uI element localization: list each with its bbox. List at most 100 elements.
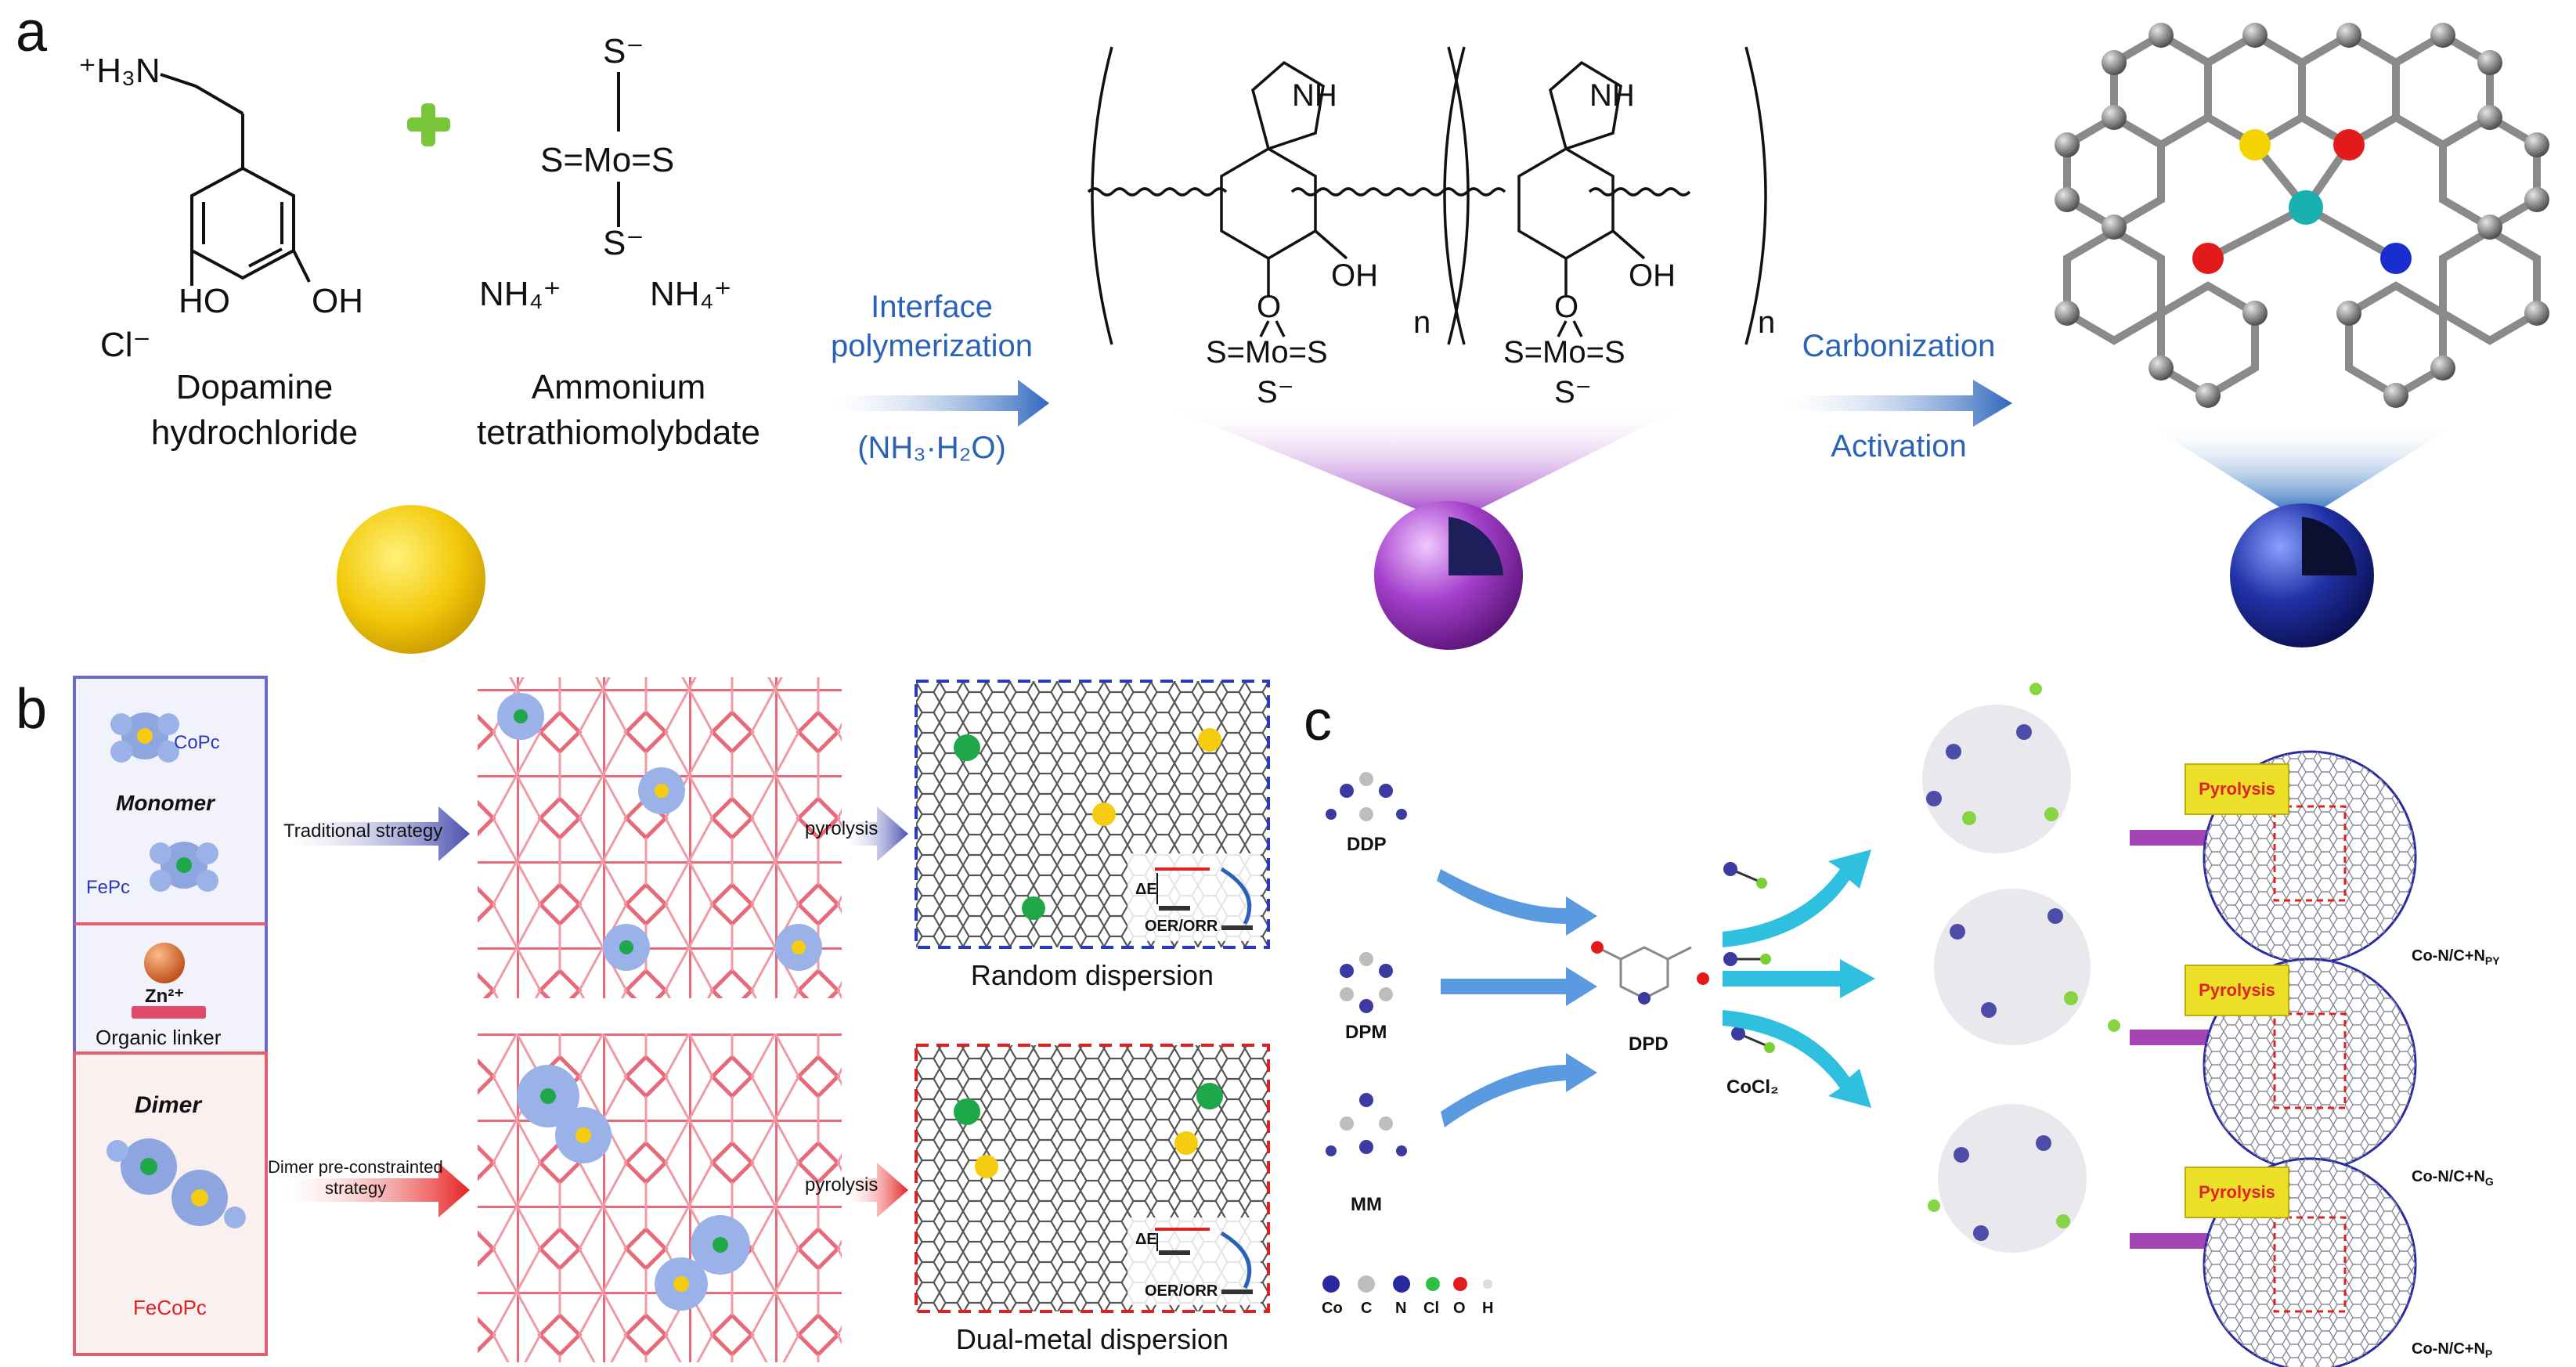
- amorphous-cluster-1: [1922, 683, 2071, 853]
- ddp-label: DDP: [1347, 834, 1387, 855]
- pyrolysis-box-2: Pyrolysis: [2185, 965, 2289, 1016]
- delta-e-label-top: ΔE: [1135, 881, 1157, 898]
- traditional-strategy-arrow: [282, 806, 470, 861]
- lattice-atoms: [2055, 23, 2549, 408]
- panel-label-c: c: [1304, 690, 1332, 752]
- ddp-molecule: [1326, 772, 1407, 821]
- step2-label-line1: Carbonization: [1802, 329, 1996, 363]
- pyrolysis-label-top: pyrolysis: [805, 818, 879, 839]
- panel-label-b: b: [16, 678, 48, 741]
- product-3-label-main: Co-N/C+N: [2412, 1340, 2485, 1358]
- energy-inset-top: [1127, 853, 1261, 941]
- dopamine-structure: [160, 73, 311, 286]
- oer-orr-label-top: OER/ORR: [1145, 918, 1218, 935]
- cocl2-molecules: [1723, 862, 1775, 1053]
- mos4-name-line2: tetrathiomolybdate: [477, 413, 760, 452]
- product-1-label-sub: PY: [2484, 954, 2500, 967]
- fepc-molecule: [150, 842, 218, 892]
- legend-n: N: [1395, 1300, 1407, 1317]
- polymer-structure: [1087, 46, 1767, 345]
- dimer-strategy-label-line2: strategy: [325, 1178, 387, 1198]
- random-metal-atoms: [954, 728, 1221, 920]
- dopamine-amine-label: ⁺H₃N: [78, 52, 161, 90]
- pyrolysis-label-bottom: pyrolysis: [805, 1174, 879, 1196]
- polymer-n-label-1: n: [1413, 305, 1431, 340]
- dpd-label: DPD: [1629, 1033, 1669, 1055]
- polymer-nh-label-2: NH: [1589, 78, 1635, 113]
- product-1-label: Co-N/C+NPY: [2412, 947, 2500, 967]
- copc-label: CoPc: [174, 732, 220, 753]
- atom-legend-dots: [1322, 1275, 1492, 1293]
- dopamine-counterion-label: Cl⁻: [100, 326, 151, 364]
- step1-label-line1: Interface: [871, 290, 993, 324]
- polymer-o-label-2: O: [1554, 290, 1579, 324]
- product-2-label-main: Co-N/C+N: [2412, 1168, 2485, 1185]
- mm-label: MM: [1351, 1194, 1382, 1215]
- step2-label-line2: Activation: [1831, 429, 1967, 463]
- dimer-strategy-arrow: [282, 1163, 470, 1217]
- pyrolysis-arrow-top: [846, 806, 908, 861]
- pyrolysis-arrow-bottom: [846, 1163, 908, 1217]
- dopamine-name-line1: Dopamine: [175, 368, 334, 406]
- pyrolysis-box-1-label: Pyrolysis: [2199, 779, 2275, 799]
- legend-c: C: [1361, 1300, 1373, 1317]
- dual-metal-atoms: [954, 1083, 1223, 1178]
- fecopc-dimer: [106, 1138, 246, 1228]
- panel-label-a: a: [16, 1, 48, 63]
- product-2-label-sub: G: [2484, 1175, 2494, 1188]
- dopamine-oh-label: OH: [312, 282, 363, 320]
- polymer-s-label-2: S⁻: [1554, 375, 1592, 409]
- amorphous-cluster-3: [1928, 1104, 2087, 1253]
- carbonization-arrow: [1785, 380, 2012, 427]
- product-3-label: Co-N/C+NP: [2412, 1340, 2492, 1360]
- step1-label-line3: (NH₃·H₂O): [857, 431, 1006, 465]
- polymer-nh-label-1: NH: [1292, 78, 1337, 113]
- precursor-arrows-c: [1437, 869, 1597, 1127]
- nh4-label-1: NH₄⁺: [479, 275, 561, 313]
- product-1-label-main: Co-N/C+N: [2412, 947, 2485, 965]
- copc-molecule: [110, 712, 179, 763]
- lattice-zoom-cone: [2145, 423, 2459, 509]
- dpd-molecule: [1596, 946, 1692, 1000]
- pyrolysis-box-1: Pyrolysis: [2185, 763, 2289, 815]
- oer-orr-label-bottom: OER/ORR: [1145, 1282, 1218, 1300]
- fepc-label: FePc: [86, 877, 131, 898]
- pyrolysis-box-2-label: Pyrolysis: [2199, 980, 2275, 1000]
- product-3-label-sub: P: [2484, 1347, 2493, 1360]
- organic-linker-label: Organic linker: [96, 1026, 222, 1049]
- random-dispersion-label: Random dispersion: [970, 959, 1214, 991]
- dopamine-ho-label: HO: [179, 282, 230, 320]
- pyrolysis-box-3-label: Pyrolysis: [2199, 1182, 2275, 1202]
- amorphous-cluster-2: [1934, 889, 2120, 1045]
- polymer-sphere: [1374, 501, 1523, 650]
- polymer-smos-label-2: S=Mo=S: [1503, 335, 1625, 370]
- dpm-label: DPM: [1345, 1022, 1387, 1043]
- polymer-oh-label-2: OH: [1629, 258, 1676, 293]
- dpd-atoms: [1591, 941, 1709, 1005]
- mm-molecule: [1326, 1093, 1407, 1156]
- mos4-s-bottom-label: S⁻: [603, 224, 644, 262]
- fecopc-label: FeCoPc: [133, 1296, 207, 1319]
- legend-cl: Cl: [1423, 1300, 1439, 1317]
- polymer-o-label-1: O: [1257, 290, 1282, 324]
- organic-linker-bar: [132, 1006, 206, 1019]
- precursor-panel-bottom: [73, 1051, 268, 1356]
- plus-icon: [407, 103, 450, 146]
- dpm-molecule: [1340, 952, 1393, 1013]
- zn-ion: [144, 943, 185, 983]
- legend-h: H: [1482, 1300, 1494, 1317]
- mos4-name-line1: Ammonium: [531, 368, 706, 406]
- carbon-sphere: [2230, 503, 2374, 647]
- delta-e-label-bottom: ΔE: [1135, 1231, 1157, 1248]
- traditional-strategy-label: Traditional strategy: [283, 821, 443, 842]
- nh4-label-2: NH₄⁺: [650, 275, 732, 313]
- legend-o: O: [1453, 1300, 1466, 1317]
- mos4-s-top-label: S⁻: [603, 32, 644, 70]
- cocl2-label: CoCl₂: [1726, 1077, 1779, 1098]
- dimer-strategy-label-line1: Dimer pre-constrainted: [268, 1157, 443, 1177]
- polymer-zoom-cone: [1159, 403, 1691, 513]
- dual-dispersion-label: Dual-metal dispersion: [955, 1323, 1229, 1355]
- polymer-smos-label-1: S=Mo=S: [1206, 335, 1328, 370]
- product-2-label: Co-N/C+NG: [2412, 1168, 2494, 1188]
